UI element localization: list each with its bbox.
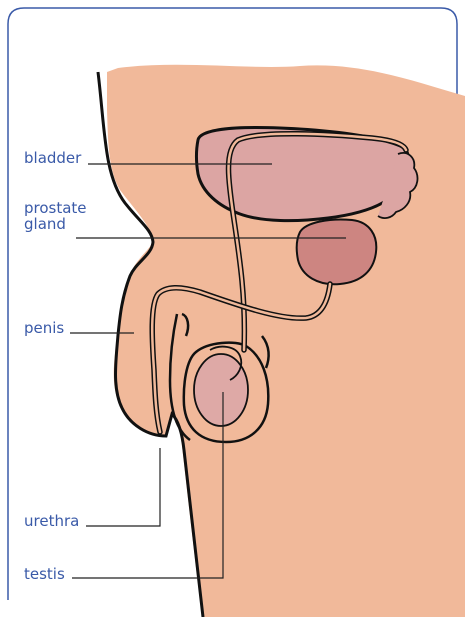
urethra-label: urethra	[24, 513, 79, 529]
urethra-leader	[86, 448, 160, 526]
prostate-label-line2: gland	[24, 216, 87, 232]
prostate-shape	[297, 220, 377, 285]
bladder-label: bladder	[24, 150, 81, 166]
testis-shape	[194, 354, 248, 426]
prostate-label-line1: prostate	[24, 200, 87, 216]
testis-label: testis	[24, 566, 65, 582]
prostate-gland-label: prostate gland	[24, 200, 87, 232]
penis-label: penis	[24, 320, 64, 336]
